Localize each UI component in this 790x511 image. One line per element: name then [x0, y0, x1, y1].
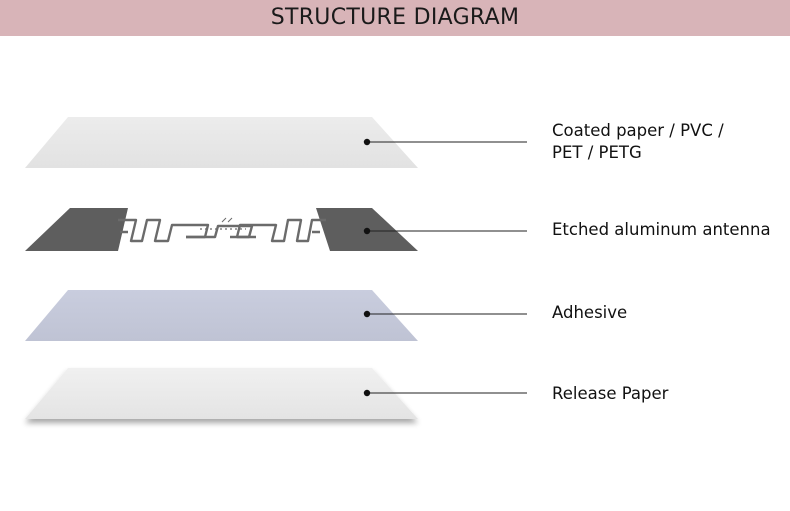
label-antenna-line-1: Etched aluminum antenna	[552, 220, 771, 239]
release-paper-layer	[25, 368, 418, 419]
adhesive-layer	[25, 290, 418, 341]
leader-dot-antenna	[363, 227, 371, 235]
label-adhesive-line-1: Adhesive	[552, 303, 628, 322]
layers-svg	[25, 117, 527, 419]
antenna-layer	[25, 208, 418, 251]
label-release-paper: Release Paper	[552, 383, 668, 405]
leader-lines	[367, 141, 527, 394]
structure-diagram: Coated paper / PVC / PET / PETG Etched a…	[0, 36, 790, 511]
leader-dot-coated	[363, 138, 371, 146]
leader-dot-release	[363, 389, 371, 397]
label-antenna: Etched aluminum antenna	[552, 219, 771, 241]
label-release-line-1: Release Paper	[552, 384, 669, 403]
antenna-trace	[118, 217, 326, 243]
label-coated-paper: Coated paper / PVC / PET / PETG	[552, 120, 724, 164]
leader-dot-adhesive	[363, 310, 371, 318]
label-coated-line-1: Coated paper / PVC /	[552, 121, 724, 140]
coated-paper-layer	[25, 117, 418, 168]
leader-dots	[363, 138, 371, 397]
antenna-pad-left	[25, 208, 128, 251]
label-adhesive: Adhesive	[552, 302, 627, 324]
label-coated-line-2: PET / PETG	[552, 143, 642, 162]
header-bar: STRUCTURE DIAGRAM	[0, 0, 790, 36]
page-title: STRUCTURE DIAGRAM	[270, 5, 520, 30]
